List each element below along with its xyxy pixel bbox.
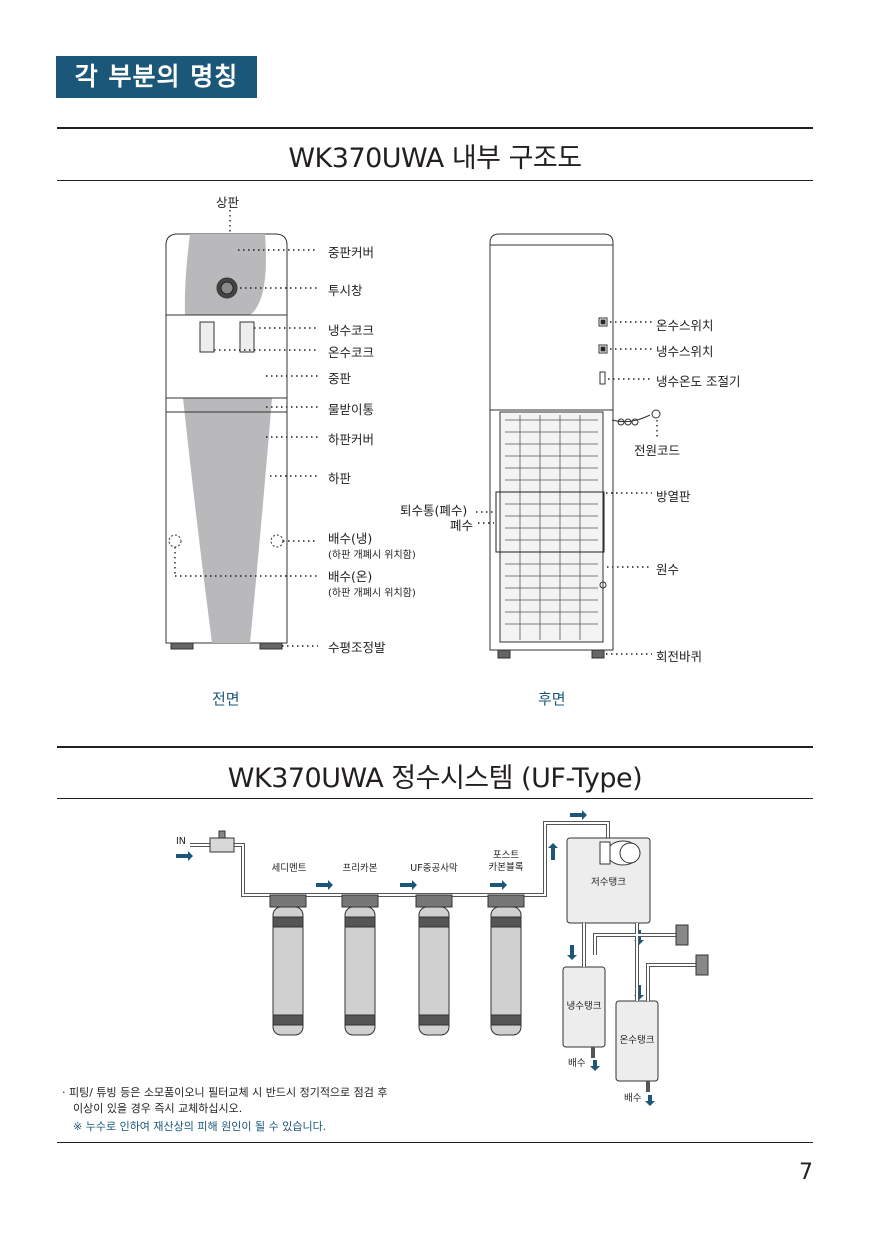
label-post-carbon-2: 카본블록 [488, 862, 524, 873]
label-drain-hot: 배수(온) [328, 569, 373, 584]
label-filter-precarbon: 프리카본 [342, 863, 378, 874]
page-number: 7 [799, 1160, 813, 1185]
label-storage-tank: 저수탱크 [591, 877, 626, 888]
front-leader-lines [174, 210, 318, 647]
label-hot-cock: 온수코크 [328, 345, 375, 360]
label-cold-cock: 냉수코크 [328, 323, 375, 338]
page-section-badge: 각 부분의 명칭 [56, 56, 257, 98]
label-power-cord: 전원코드 [634, 443, 681, 458]
label-cold-temp: 냉수온도 조절기 [656, 374, 741, 389]
section2-bottom-rule [57, 798, 813, 799]
section1-bottom-rule [57, 180, 813, 181]
label-leveling-foot: 수평조정발 [328, 640, 386, 655]
label-lower-plate: 하판 [328, 471, 352, 486]
label-post-carbon-1: 포스트 [492, 850, 520, 861]
label-mid-cover: 중판커버 [328, 245, 375, 260]
label-heat-sink: 방열판 [656, 489, 691, 504]
label-top-plate: 상판 [216, 195, 240, 210]
note-line-2: 이상이 있을 경우 즉시 교체하십시오. [73, 1102, 243, 1115]
front-view-drawing [165, 233, 288, 650]
section2-top-rule [57, 746, 813, 748]
label-waste-bin: 퇴수통(폐수) [400, 503, 468, 518]
note-line-1: · 피팅/ 튜빙 등은 소모품이오니 필터교체 시 반드시 정기적으로 점검 후 [62, 1086, 388, 1099]
label-hot-switch: 온수스위치 [656, 318, 714, 333]
rear-view-drawing [489, 233, 661, 659]
label-drain-cold: 배수(냉) [328, 531, 373, 546]
label-caster: 회전바퀴 [656, 649, 703, 664]
front-view-label: 전면 [212, 690, 240, 708]
label-lower-cover: 하판커버 [328, 432, 375, 447]
label-filter-uf: UF중공사막 [410, 863, 458, 874]
label-sight-glass: 투시창 [328, 283, 363, 298]
water-system-diagram [176, 810, 709, 1106]
note-warning: ※ 누수로 인하여 재산상의 피해 원인이 될 수 있습니다. [73, 1120, 327, 1133]
label-inlet: IN [176, 836, 186, 847]
section2-title: WK370UWA 정수시스템 (UF-Type) [227, 763, 643, 794]
rear-leader-lines [476, 321, 658, 655]
label-drain-hot-note: (하판 개폐시 위치함) [328, 588, 416, 599]
label-mid-plate: 중판 [328, 371, 352, 386]
label-drain-cold-note: (하판 개폐시 위치함) [328, 550, 416, 561]
section1-title: WK370UWA 내부 구조도 [288, 143, 582, 174]
label-waste: 폐수 [450, 518, 474, 533]
label-drip-tray: 물받이통 [328, 402, 375, 417]
label-drain-hot-tank: 배수 [624, 1093, 642, 1104]
label-filter-sediment: 세디멘트 [271, 863, 307, 874]
rear-view-label: 후면 [538, 690, 566, 708]
label-raw-water: 원수 [656, 562, 680, 577]
label-drain-cold-tank: 배수 [568, 1058, 586, 1069]
footer-rule [57, 1142, 813, 1143]
label-hot-tank: 온수탱크 [619, 1035, 655, 1046]
label-cold-tank: 냉수탱크 [566, 1001, 602, 1012]
section1-top-rule [57, 127, 813, 129]
label-cold-switch: 냉수스위치 [656, 344, 714, 359]
